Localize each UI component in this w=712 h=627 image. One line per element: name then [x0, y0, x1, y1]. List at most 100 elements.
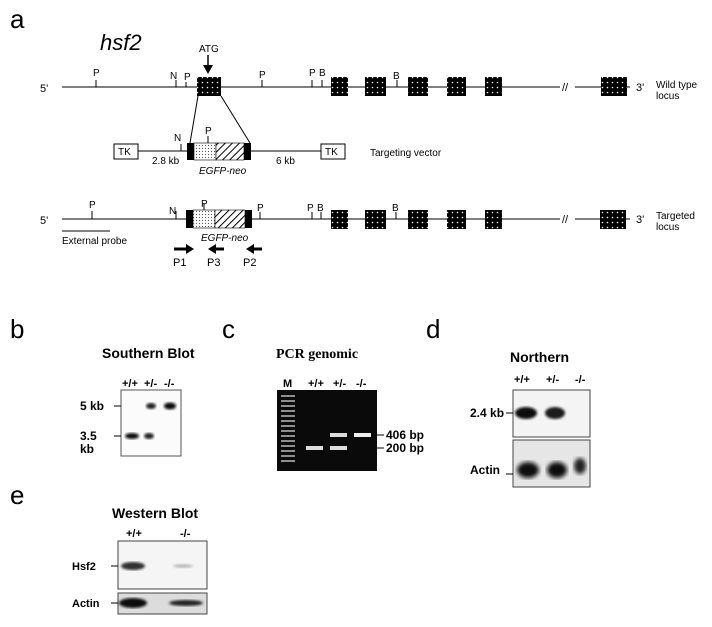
external-probe-label: External probe: [62, 236, 127, 247]
tg-three-prime: 3': [636, 214, 644, 226]
primer-p1-label: P1: [173, 257, 186, 269]
panel-letter-b: b: [10, 314, 24, 344]
tk-right: TK: [325, 147, 338, 158]
targeted-locus: 5' // 3' Targeted locus P N P P B B P EG…: [40, 199, 695, 269]
wt-five-prime: 5': [40, 83, 48, 95]
primer-p2-label: P2: [243, 257, 256, 269]
atg-label: ATG: [199, 44, 219, 55]
site-b: B: [319, 68, 326, 79]
exon: [331, 77, 348, 96]
pcr-ladder: [281, 395, 295, 462]
northern-lane-1: +/+: [514, 374, 530, 386]
panel-letter-c: c: [222, 314, 235, 344]
exon: [447, 77, 466, 96]
site-n: N: [170, 71, 177, 82]
panel-d: d Northern +/+ +/- -/- 2.4 kb Actin: [426, 314, 591, 488]
pcr-band-200-het: [330, 446, 347, 450]
wt-break-mark: //: [562, 82, 569, 94]
exon: [365, 77, 386, 96]
gene-name: hsf2: [100, 30, 142, 55]
site-p: P: [205, 126, 212, 137]
site-p: P: [93, 68, 100, 79]
southern-marker-5kb: 5 kb: [80, 399, 104, 413]
site-p: P: [307, 203, 314, 214]
southern-blot: [120, 389, 182, 457]
tg-break-mark: //: [562, 214, 569, 226]
southern-marker-kb: kb: [80, 442, 94, 456]
pcr-lane-2: +/-: [333, 378, 346, 390]
tg-five-prime: 5': [40, 215, 48, 227]
western-lane-1: +/+: [126, 528, 142, 540]
left-arm-length: 2.8 kb: [152, 156, 180, 167]
site-p: P: [309, 68, 316, 79]
primer-p3-label: P3: [207, 257, 220, 269]
southern-lane-2: +/-: [144, 378, 157, 390]
site-p: P: [259, 70, 266, 81]
tg-label-line1: Targeted: [656, 211, 695, 222]
western-title: Western Blot: [112, 505, 198, 521]
exon-last: [601, 77, 627, 96]
northern-marker-actin: Actin: [470, 463, 500, 477]
exon-last: [600, 210, 626, 229]
vector-label: Targeting vector: [370, 148, 442, 159]
pcr-title: PCR genomic: [276, 347, 358, 362]
wt-label-line1: Wild type: [656, 80, 698, 91]
northern-title: Northern: [510, 349, 569, 365]
targeting-vector: TK TK N P 2.8 kb 6 kb EGFP-neo Targeting…: [113, 126, 442, 177]
wt-label-line2: locus: [656, 91, 679, 102]
panel-letter-e: e: [10, 480, 24, 510]
site-p: P: [184, 72, 191, 83]
panel-c: c PCR genomic M +/+ +/- -/- 406 b: [222, 314, 424, 471]
southern-marker-3-5: 3.5: [80, 429, 97, 443]
pcr-band-406-het: [330, 433, 347, 437]
site-b: B: [393, 71, 400, 82]
western-marker-actin: Actin: [72, 598, 100, 610]
pcr-lane-m: M: [283, 378, 292, 390]
exon: [447, 210, 466, 229]
tk-left: TK: [118, 147, 131, 158]
panel-letter-d: d: [426, 314, 440, 344]
wild-type-locus: 5' // 3' Wild type locus P N P P P B B A…: [40, 44, 698, 144]
exon: [485, 77, 502, 96]
exon-1: [197, 77, 221, 96]
exon: [408, 210, 428, 229]
panel-letter-a: a: [10, 4, 25, 34]
northern-lane-3: -/-: [575, 374, 586, 386]
egfp-neo-label: EGFP-neo: [199, 166, 247, 177]
egfp-neo-label-targeted: EGFP-neo: [201, 233, 249, 244]
site-p: P: [201, 199, 208, 210]
site-b: B: [317, 203, 324, 214]
exon: [485, 210, 502, 229]
site-b: B: [392, 203, 399, 214]
exon: [408, 77, 428, 96]
northern-lane-2: +/-: [546, 374, 559, 386]
panel-b: b Southern Blot +/+ +/- -/- 5 kb 3.5 kb: [10, 314, 195, 457]
pcr-band-406-ko: [354, 433, 371, 437]
site-n: N: [169, 206, 176, 217]
exon: [365, 210, 386, 229]
panel-a: a hsf2 5' // 3' Wild type locus P N P P …: [10, 4, 698, 269]
western-marker-hsf2: Hsf2: [72, 561, 96, 573]
southern-title: Southern Blot: [102, 345, 195, 361]
panel-e: e Western Blot +/+ -/- Hsf2 Actin: [10, 480, 208, 615]
tk-box-right: [320, 143, 346, 160]
site-p: P: [89, 200, 96, 211]
tg-label-line2: locus: [656, 222, 679, 233]
pcr-marker-200: 200 bp: [386, 441, 424, 455]
right-arm-length: 6 kb: [276, 156, 295, 167]
wt-three-prime: 3': [636, 82, 644, 94]
primer-p3: P3: [207, 244, 224, 269]
exon: [331, 210, 348, 229]
site-p: P: [257, 203, 264, 214]
southern-lane-1: +/+: [122, 378, 138, 390]
primer-p2: P2: [243, 244, 262, 269]
pcr-lane-1: +/+: [308, 378, 324, 390]
primer-p1: P1: [173, 244, 194, 269]
site-n: N: [174, 133, 181, 144]
northern-marker-2-4kb: 2.4 kb: [470, 406, 504, 420]
western-lane-2: -/-: [180, 528, 191, 540]
pcr-band-200-wt: [306, 446, 323, 450]
southern-lane-3: -/-: [164, 378, 175, 390]
pcr-marker-406: 406 bp: [386, 428, 424, 442]
